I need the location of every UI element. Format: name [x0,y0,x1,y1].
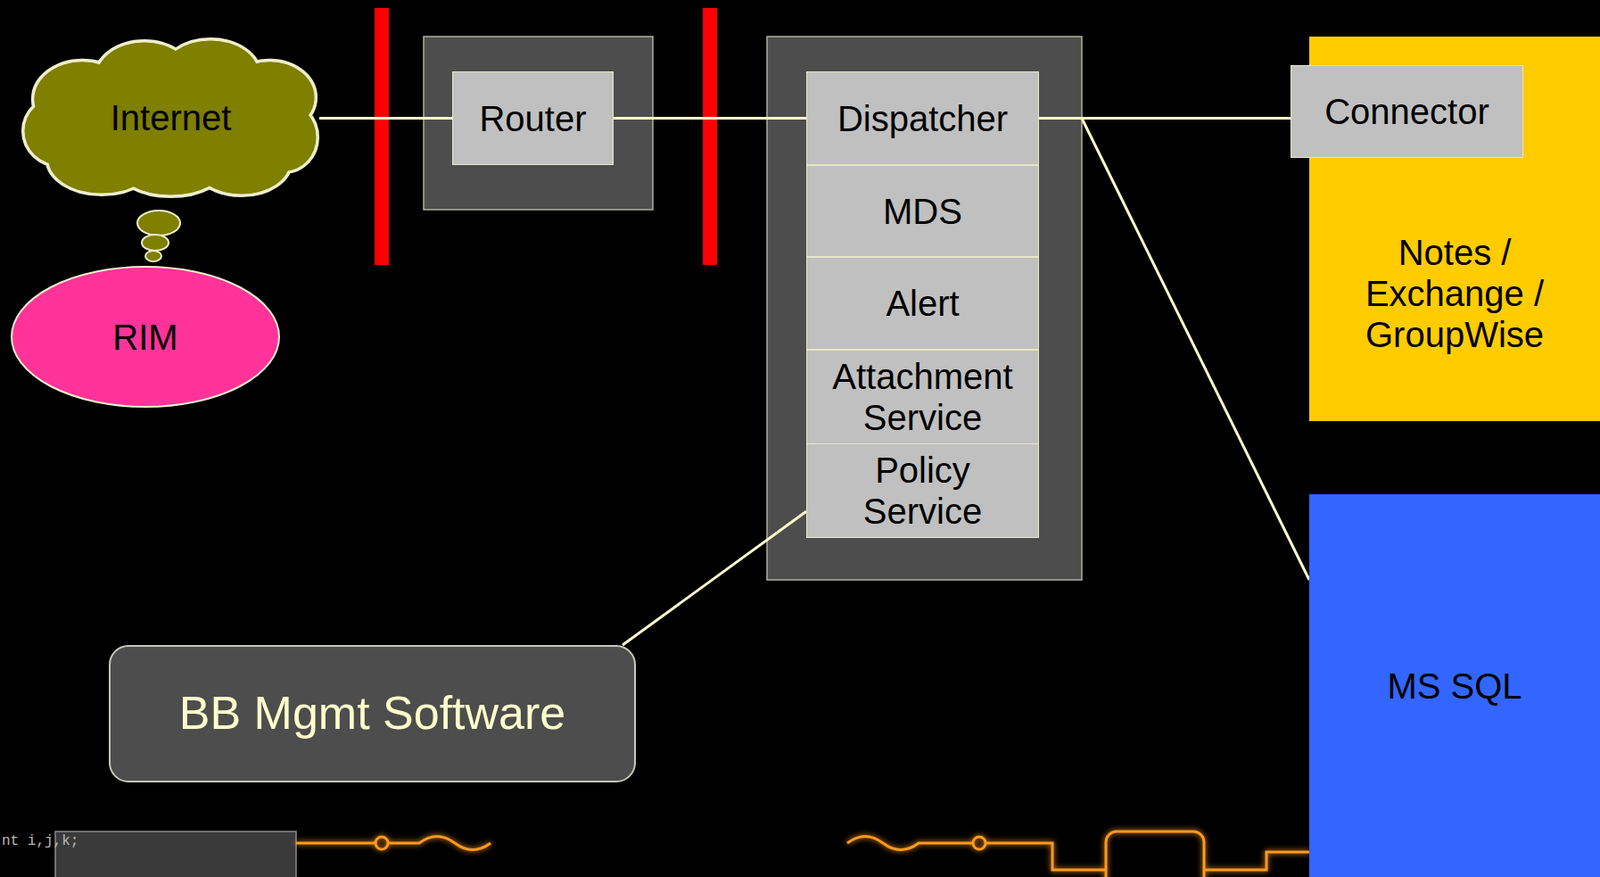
circuit-trace [847,836,1106,871]
service-box: Alert [806,256,1040,350]
circuit-node [973,836,986,850]
footer-chip [55,831,297,877]
connector-line [1039,118,1310,581]
thought-bubble [137,210,181,236]
node-label: MDS [882,190,963,232]
node-label: Connector [1324,90,1490,132]
connector-line [319,116,453,120]
circuit-node [375,836,388,850]
circuit-trace [1204,851,1312,870]
node-label: Alert [885,282,959,324]
router-box: Router [452,71,614,165]
connector-line [622,511,807,645]
thought-bubble [145,250,162,262]
node-label: Attachment Service [826,355,1019,438]
code-snippet: nt i,j,k; [1,832,79,850]
thought-bubbles [137,210,181,262]
node-label: BB Mgmt Software [179,686,566,741]
node-label: Policy Service [826,449,1019,532]
node-label: RIM [112,316,178,358]
circuit-chip [1105,831,1205,877]
connector-line [613,116,807,120]
connector-box: Connector [1290,65,1524,158]
rim-ellipse: RIM [9,264,281,409]
internet-cloud: Internet [20,35,322,199]
footer-logo [55,831,1312,877]
ellipse-outline [11,266,280,407]
server-housing [767,36,1082,580]
node-label: Dispatcher [837,98,1008,140]
circuit-trace [296,836,491,850]
firewall-bar [702,8,718,265]
cloud-bump-fill [52,65,289,174]
service-box: MDS [806,164,1040,257]
service-box: Attachment Service [806,349,1040,445]
thought-bubble [141,234,169,251]
router-housing [423,36,653,210]
mail-server-box: Notes / Exchange / GroupWise Connector [1309,36,1600,421]
management-box: BB Mgmt Software [108,644,636,783]
node-label: Notes / Exchange / GroupWise [1359,231,1551,355]
node-label: Internet [110,97,232,139]
service-box: Policy Service [806,443,1040,538]
node-label: MS SQL [1386,665,1522,707]
service-box: Dispatcher [806,71,1040,165]
node-label: Router [478,98,586,140]
database-box: MS SQL [1309,494,1600,877]
firewall-bar [374,8,389,265]
